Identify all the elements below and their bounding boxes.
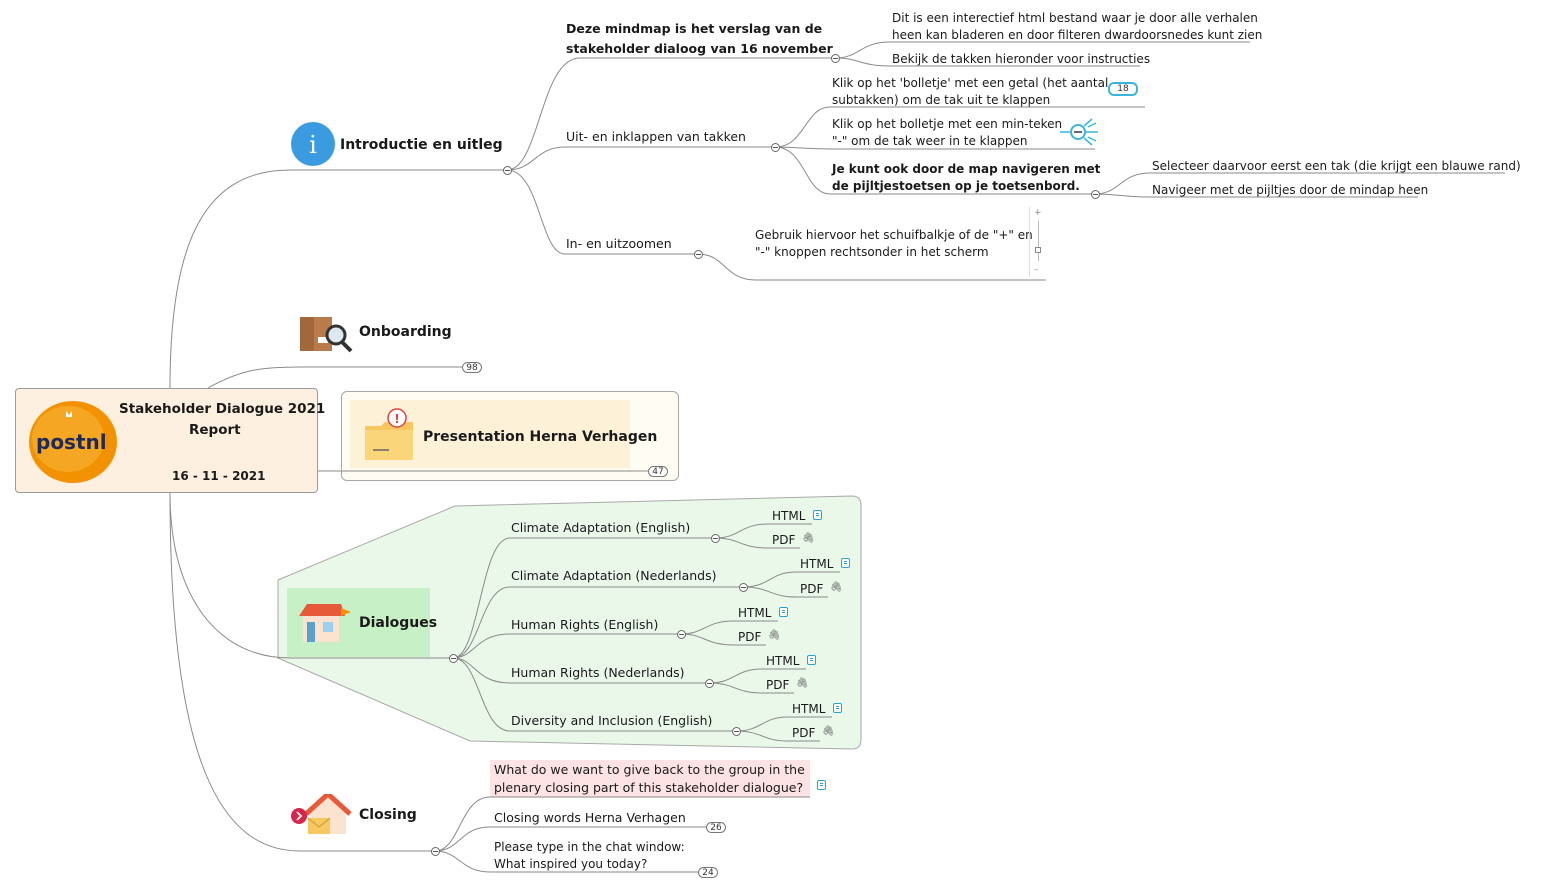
zoom-collapse-toggle[interactable]: [694, 250, 703, 259]
svg-text:postnl: postnl: [36, 430, 107, 454]
attachment-icon[interactable]: 🖇: [830, 582, 843, 593]
note-icon[interactable]: [817, 780, 826, 790]
intro-desc-line1[interactable]: Dit is een interectief html bestand waar…: [892, 11, 1258, 25]
dialogue-item-1-html[interactable]: HTML: [800, 557, 834, 571]
html-note-icon[interactable]: [807, 655, 816, 665]
closing-question-line2[interactable]: plenary closing part of this stakeholder…: [494, 780, 804, 795]
branch-root-closing: [169, 492, 435, 852]
dialogue-item-4-label[interactable]: Diversity and Inclusion (English): [511, 713, 713, 728]
zoom-line2[interactable]: "-" knoppen rechtsonder in het scherm: [755, 245, 989, 259]
onboarding-label[interactable]: Onboarding: [359, 324, 452, 340]
fold-1-line1[interactable]: Klik op het 'bolletje' met een getal (he…: [832, 76, 1109, 90]
dialogue-item-3-label[interactable]: Human Rights (Nederlands): [511, 665, 685, 680]
dialogue-item-2-toggle[interactable]: [677, 630, 686, 639]
dialogue-item-4-toggle[interactable]: [732, 727, 741, 736]
folder-alert-icon: !: [365, 408, 413, 460]
closing-words[interactable]: Closing words Herna Verhagen: [494, 810, 686, 825]
branch-root-dialogues: [169, 492, 453, 659]
presentation-label[interactable]: Presentation Herna Verhagen: [423, 429, 658, 445]
closing-chat-line2[interactable]: What inspired you today?: [494, 857, 648, 871]
fold-2-line1[interactable]: Klik op het bolletje met een min-teken: [832, 117, 1063, 131]
dialogues-label[interactable]: Dialogues: [359, 615, 438, 631]
html-note-icon[interactable]: [779, 607, 788, 617]
zoom-label[interactable]: In- en uitzoomen: [566, 236, 672, 251]
zoom-minus-icon: –: [1034, 265, 1039, 275]
html-note-icon[interactable]: [833, 703, 842, 713]
dialogue-item-2-pdf[interactable]: PDF: [738, 630, 762, 644]
dialogue-item-0-label[interactable]: Climate Adaptation (English): [511, 520, 691, 535]
house-icon: [299, 604, 351, 642]
html-note-icon[interactable]: [813, 510, 822, 520]
closing-collapse-toggle[interactable]: [431, 847, 440, 856]
zoom-slider-demo: + –: [1029, 207, 1048, 277]
nav-1[interactable]: Selecteer daarvoor eerst een tak (die kr…: [1152, 159, 1521, 173]
fold-demo-count-badge[interactable]: 18: [1108, 82, 1138, 96]
collapse-demo-icon: [1060, 118, 1098, 146]
closing-question-bg: [490, 760, 810, 797]
onboarding-count[interactable]: 98: [462, 362, 482, 373]
fold-label[interactable]: Uit- en inklappen van takken: [566, 129, 746, 144]
dialogue-item-4-html[interactable]: HTML: [792, 702, 826, 716]
dialogue-item-0-toggle[interactable]: [711, 534, 720, 543]
house-mail-icon: [291, 794, 352, 834]
intro-main-collapse-toggle[interactable]: [831, 54, 840, 63]
dialogue-item-3-toggle[interactable]: [705, 679, 714, 688]
postnl-logo: postnl: [29, 401, 117, 483]
fold-2-line2[interactable]: "-" om de tak weer in te klappen: [832, 134, 1028, 148]
attachment-icon[interactable]: 🖇: [802, 533, 815, 544]
root-topic[interactable]: postnl Stakeholder Dialogue 2021 Report …: [15, 388, 325, 493]
dialogue-item-1-label[interactable]: Climate Adaptation (Nederlands): [511, 568, 717, 583]
dialogue-item-1-toggle[interactable]: [739, 583, 748, 592]
root-date: 16 - 11 - 2021: [172, 469, 266, 483]
intro-collapse-toggle[interactable]: [503, 166, 512, 175]
info-icon: i: [291, 122, 335, 166]
dialogues-collapse-toggle[interactable]: [449, 654, 458, 663]
presentation-count[interactable]: 47: [648, 466, 668, 477]
dialogues-group-area: [277, 495, 862, 750]
closing-chat-line1[interactable]: Please type in the chat window:: [494, 840, 685, 854]
intro-instr[interactable]: Bekijk de takken hieronder voor instruct…: [892, 52, 1151, 66]
zoom-line1[interactable]: Gebruik hiervoor het schuifbalkje of de …: [755, 228, 1033, 242]
nav-line1[interactable]: Je kunt ook door de map navigeren met: [832, 162, 1101, 176]
intro-main-line2[interactable]: stakeholder dialoog van 16 november: [566, 41, 833, 56]
branch-root-onboarding: [207, 366, 470, 389]
closing-label[interactable]: Closing: [359, 807, 417, 823]
package-search-icon: [300, 317, 353, 353]
dialogue-item-4-pdf[interactable]: PDF: [792, 726, 816, 740]
closing-question-line1[interactable]: What do we want to give back to the grou…: [494, 762, 805, 777]
attachment-icon[interactable]: 🖇: [768, 630, 781, 641]
dialogue-item-1-pdf[interactable]: PDF: [800, 582, 824, 596]
closing-chat-count[interactable]: 24: [698, 867, 718, 878]
svg-text:i: i: [309, 131, 317, 159]
html-note-icon[interactable]: [841, 558, 850, 568]
closing-words-count[interactable]: 26: [706, 822, 726, 833]
branch-root-intro: [169, 169, 507, 389]
svg-text:!: !: [394, 412, 399, 426]
intro-label[interactable]: Introductie en uitleg: [340, 137, 503, 153]
root-title-line2: Report: [189, 422, 241, 438]
fold-1-line2[interactable]: subtakken) om de tak uit te klappen: [832, 93, 1051, 107]
dialogue-item-0-html[interactable]: HTML: [772, 509, 806, 523]
nav-2[interactable]: Navigeer met de pijltjes door de mindap …: [1152, 183, 1429, 197]
intro-desc-line2[interactable]: heen kan bladeren en door filteren dward…: [892, 28, 1263, 42]
dialogue-item-0-pdf[interactable]: PDF: [772, 533, 796, 547]
dialogue-item-2-label[interactable]: Human Rights (English): [511, 617, 659, 632]
zoom-plus-icon: +: [1034, 208, 1042, 218]
dialogue-item-3-html[interactable]: HTML: [766, 654, 800, 668]
intro-main-line1[interactable]: Deze mindmap is het verslag van de: [566, 21, 823, 36]
nav-line2[interactable]: de pijltjestoetsen op je toetsenbord.: [832, 179, 1080, 193]
root-title-line1: Stakeholder Dialogue 2021: [119, 401, 326, 417]
dialogue-item-3-pdf[interactable]: PDF: [766, 678, 790, 692]
dialogue-item-2-html[interactable]: HTML: [738, 606, 772, 620]
fold-collapse-toggle[interactable]: [771, 143, 780, 152]
attachment-icon[interactable]: 🖇: [796, 678, 809, 689]
attachment-icon[interactable]: 🖇: [822, 726, 835, 737]
nav-collapse-toggle[interactable]: [1091, 190, 1100, 199]
